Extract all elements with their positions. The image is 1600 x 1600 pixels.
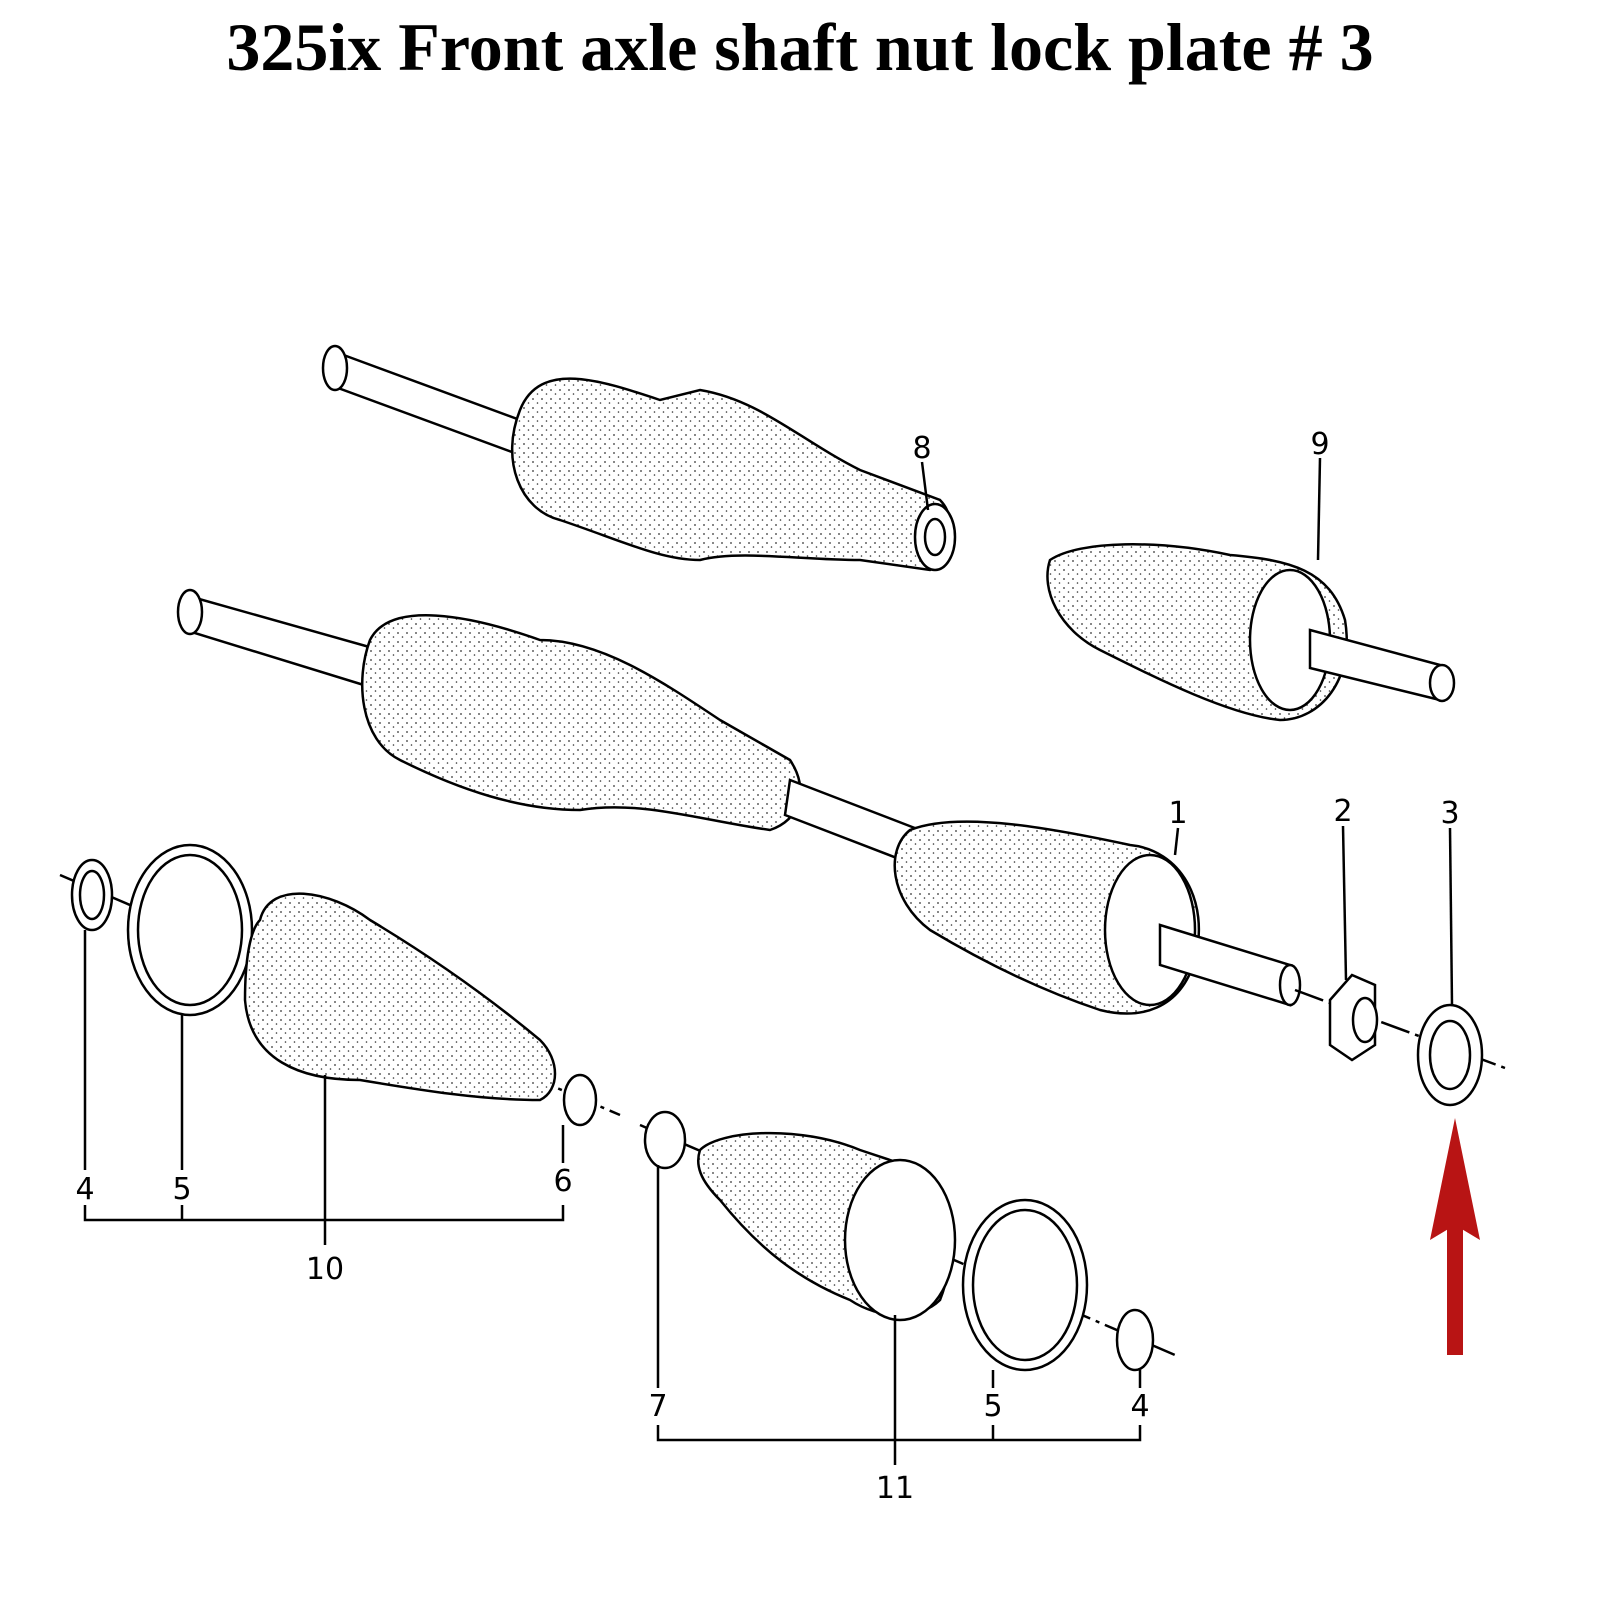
boot-kit-10 <box>70 843 598 1127</box>
callout-9: 9 <box>1310 427 1329 462</box>
boot-kit-11 <box>643 1110 1155 1372</box>
axle-shaft-8 <box>321 344 957 572</box>
callout-11: 11 <box>876 1471 914 1506</box>
axle-shaft-1 <box>176 588 1302 1015</box>
callout-10: 10 <box>306 1252 344 1287</box>
callout-4: 4 <box>1130 1389 1149 1424</box>
callout-6: 6 <box>553 1164 572 1199</box>
callout-4: 4 <box>75 1172 94 1207</box>
callout-1: 1 <box>1168 796 1187 831</box>
lock-plate-3 <box>1416 1003 1484 1107</box>
axle-nut-2 <box>1328 973 1379 1062</box>
callout-3: 3 <box>1440 796 1459 831</box>
leader-lines <box>83 457 1454 1465</box>
callout-5: 5 <box>172 1172 191 1207</box>
joint-boot-9 <box>1046 543 1456 722</box>
callout-2: 2 <box>1333 794 1352 829</box>
callout-7: 7 <box>648 1389 667 1424</box>
page-title: 325ix Front axle shaft nut lock plate # … <box>226 9 1374 85</box>
red-arrow-icon <box>1430 1118 1480 1355</box>
callout-8: 8 <box>912 431 931 466</box>
callout-5: 5 <box>983 1389 1002 1424</box>
